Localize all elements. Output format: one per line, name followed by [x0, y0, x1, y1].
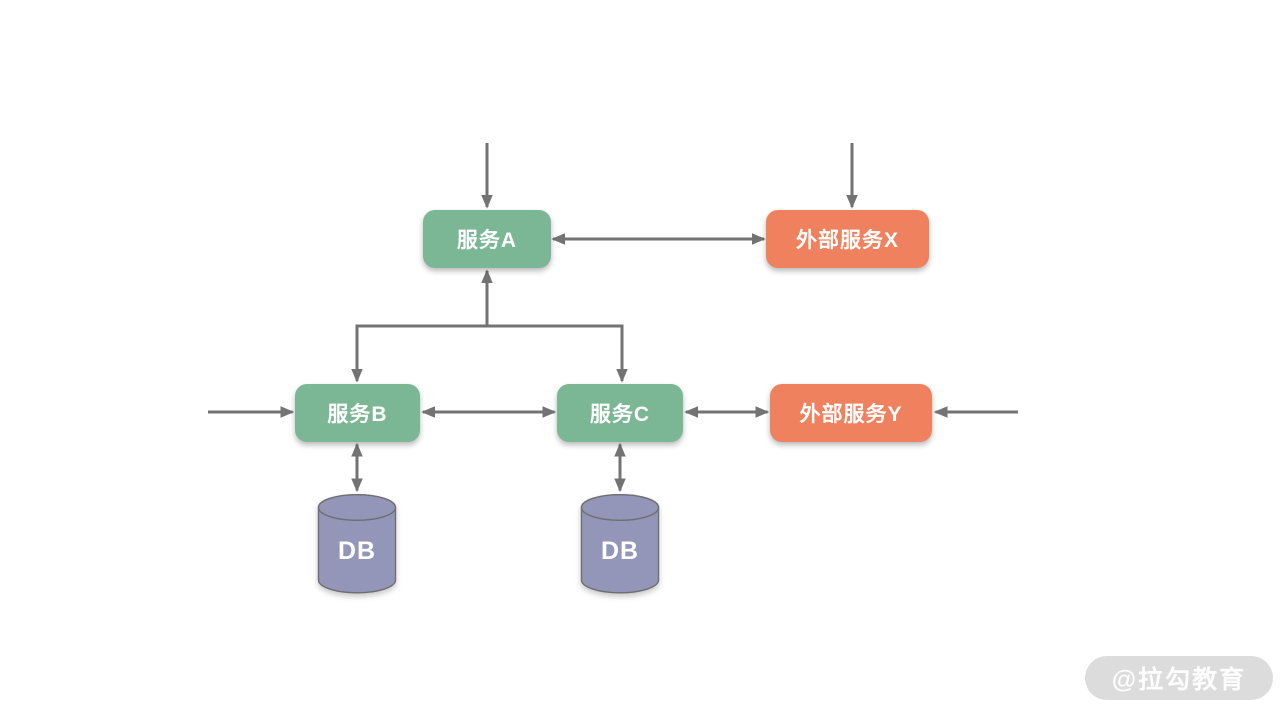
edge-tree-down-service-c [485, 324, 628, 383]
node-service-b: 服务B [295, 384, 420, 442]
node-service-b-label: 服务B [327, 403, 388, 426]
node-db-left: DB [317, 493, 397, 595]
database-cylinder-icon [317, 493, 397, 594]
node-external-service-x-label: 外部服务X [795, 229, 899, 252]
node-service-a-label: 服务A [456, 229, 518, 252]
edge-tree-down-service-b [351, 324, 489, 383]
node-external-service-x: 外部服务X [766, 210, 929, 268]
node-service-c-label: 服务C [589, 403, 651, 426]
node-db-right: DB [580, 493, 660, 595]
node-service-a: 服务A [423, 210, 551, 268]
node-db-left-label: DB [337, 537, 377, 565]
watermark-text: @拉勾教育 [1111, 666, 1247, 694]
node-service-c: 服务C [557, 384, 683, 442]
node-db-right-label: DB [600, 537, 640, 565]
watermark-badge: @拉勾教育 [1085, 656, 1273, 700]
node-external-service-y-label: 外部服务Y [799, 403, 903, 426]
node-external-service-y: 外部服务Y [770, 384, 932, 442]
database-cylinder-icon [580, 493, 660, 594]
